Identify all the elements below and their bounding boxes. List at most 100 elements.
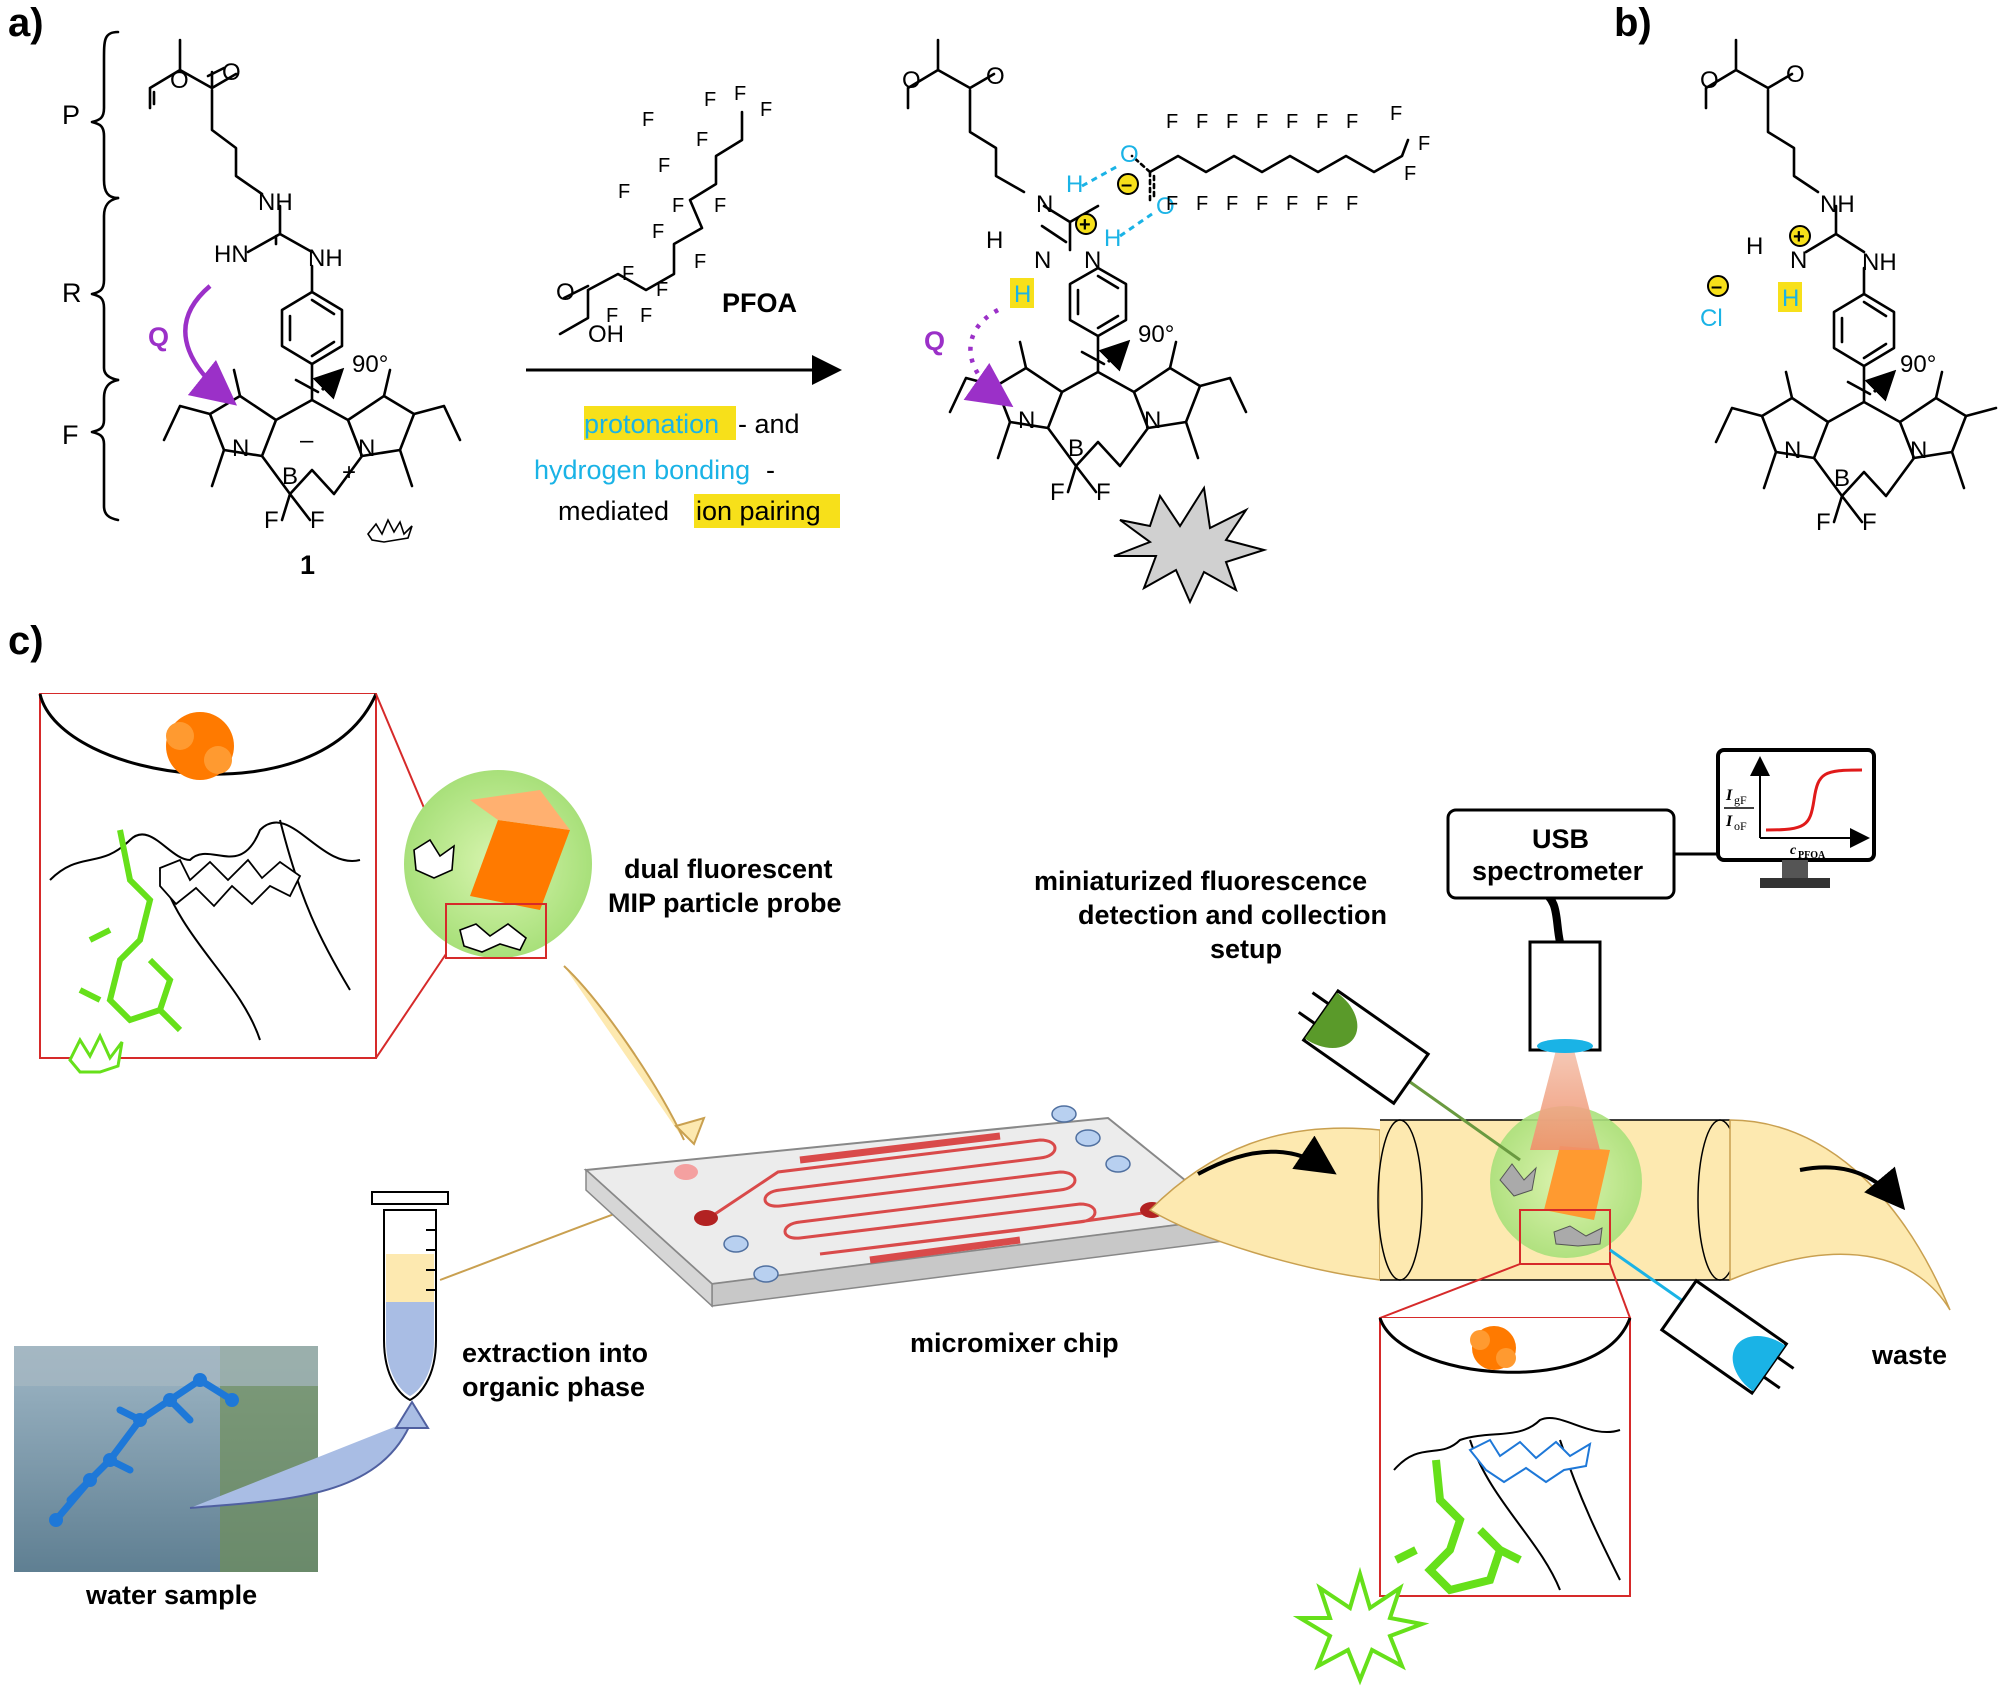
svg-text:F: F bbox=[1286, 193, 1298, 215]
complex-atom-f-1: F bbox=[1050, 479, 1065, 506]
panel-a-label: a) bbox=[8, 1, 44, 45]
svg-text:gF: gF bbox=[1734, 793, 1747, 807]
svg-text:F: F bbox=[714, 195, 726, 217]
panel-b-label: b) bbox=[1614, 1, 1652, 45]
svg-text:F: F bbox=[1346, 193, 1358, 215]
complex-atom-o-ester: O bbox=[902, 67, 921, 94]
pfoa-structure bbox=[558, 110, 744, 336]
complex-chain-fluorines: F F F F F F F F F F F F F F F F F bbox=[1166, 103, 1430, 215]
charge-plus-badge-text: + bbox=[1079, 214, 1091, 236]
svg-text:extraction into: extraction into bbox=[462, 1338, 648, 1368]
waste-label: waste bbox=[1871, 1340, 1947, 1370]
svg-text:F: F bbox=[1404, 163, 1416, 185]
b-charge-minus-text: – bbox=[1711, 276, 1722, 298]
atom-nh-2: NH bbox=[308, 245, 343, 272]
segment-brace bbox=[90, 30, 120, 522]
svg-text:F: F bbox=[1390, 103, 1402, 125]
graph-labels: I gF I oF c PFOA bbox=[1724, 787, 1826, 861]
svg-text:I: I bbox=[1725, 813, 1733, 830]
atom-nh-1: NH bbox=[258, 189, 293, 216]
svg-text:setup: setup bbox=[1210, 934, 1282, 964]
svg-text:F: F bbox=[1316, 193, 1328, 215]
inset-1-connector-bottom bbox=[375, 953, 447, 1059]
hbond-2 bbox=[1119, 212, 1153, 238]
emission-burst-green bbox=[1292, 1566, 1430, 1686]
svg-text:F: F bbox=[1286, 111, 1298, 133]
svg-text:F: F bbox=[1346, 111, 1358, 133]
svg-text:detection and collection: detection and collection bbox=[1078, 900, 1387, 930]
usb-label-1: USB bbox=[1532, 824, 1589, 854]
b-atom-f-1: F bbox=[1816, 509, 1831, 536]
complex-atom-n-1: N bbox=[1036, 191, 1053, 218]
b-atom-b: B bbox=[1834, 465, 1850, 492]
b-atom-nh: NH bbox=[1820, 191, 1855, 218]
b-atom-o-carbonyl: O bbox=[1786, 61, 1805, 88]
quench-arrow bbox=[183, 284, 238, 406]
svg-text:F: F bbox=[1418, 133, 1430, 155]
svg-text:F: F bbox=[694, 251, 706, 273]
condition-protonation: protonation bbox=[584, 409, 719, 439]
atom-f-1: F bbox=[264, 507, 279, 534]
quenched-emission-icon bbox=[367, 518, 413, 543]
complex-atom-n-2: N bbox=[1084, 247, 1101, 274]
svg-text:MIP particle probe: MIP particle probe bbox=[608, 888, 842, 918]
pfoa-oh: OH bbox=[588, 321, 624, 348]
complex-atom-h-2: H bbox=[1104, 225, 1121, 252]
complex-atom-h-4: H bbox=[1014, 281, 1031, 308]
b-atom-cl: Cl bbox=[1700, 305, 1723, 332]
atom-o-carbonyl: O bbox=[222, 59, 241, 86]
complex-atom-h-1: H bbox=[1066, 171, 1083, 198]
sample-to-tube-arrow bbox=[189, 1419, 413, 1509]
flow-cell-particle bbox=[1490, 1106, 1642, 1265]
svg-text:miniaturized fluorescence: miniaturized fluorescence bbox=[1034, 866, 1367, 896]
extraction-tube bbox=[371, 1191, 449, 1402]
b-atom-h-cyan: H bbox=[1782, 285, 1799, 312]
charge-minus: – bbox=[300, 427, 314, 454]
chip-label: micromixer chip bbox=[910, 1328, 1119, 1358]
complex-atom-o-2: O bbox=[1156, 193, 1175, 220]
b-atom-nh-2: NH bbox=[1862, 249, 1897, 276]
complex-atom-o-1: O bbox=[1120, 141, 1139, 168]
water-sample-photo bbox=[14, 1346, 318, 1572]
svg-text:F: F bbox=[1316, 111, 1328, 133]
atom-n-left: N bbox=[232, 435, 249, 462]
b-charge-plus-text: + bbox=[1793, 226, 1805, 248]
inset-2-connector-right bbox=[1609, 1263, 1631, 1319]
probe-arrow-head bbox=[674, 1116, 706, 1146]
segment-r-label: R bbox=[62, 278, 82, 308]
probe-to-chip-arrow bbox=[563, 965, 685, 1141]
b-atom-o-ester: O bbox=[1700, 67, 1719, 94]
complex-atom-o-carbonyl: O bbox=[986, 63, 1005, 90]
complex-atom-n-3: N bbox=[1034, 247, 1051, 274]
hbond-1 bbox=[1081, 164, 1119, 188]
segment-p-label: P bbox=[62, 100, 80, 130]
svg-text:F: F bbox=[672, 195, 684, 217]
sample-arrow-head bbox=[394, 1400, 430, 1429]
svg-text:F: F bbox=[652, 221, 664, 243]
b-charge-minus-badge bbox=[1707, 275, 1729, 297]
atom-o-ester: O bbox=[170, 67, 189, 94]
compound-b-structure bbox=[1704, 38, 1998, 524]
charge-minus-badge bbox=[1117, 173, 1139, 195]
complex-atom-n-left: N bbox=[1018, 407, 1035, 434]
svg-text:organic phase: organic phase bbox=[462, 1372, 645, 1402]
svg-text:F: F bbox=[734, 83, 746, 105]
monitor bbox=[1716, 748, 1876, 888]
svg-text:F: F bbox=[760, 99, 772, 121]
charge-minus-badge-text: – bbox=[1121, 174, 1132, 196]
compound-number: 1 bbox=[300, 550, 315, 580]
svg-text:dual fluorescent: dual fluorescent bbox=[624, 854, 833, 884]
b-atom-f-2: F bbox=[1862, 509, 1877, 536]
protonation-highlight bbox=[584, 406, 736, 440]
svg-text:F: F bbox=[642, 109, 654, 131]
condition-and: - and bbox=[738, 409, 800, 439]
angle-label-3: 90° bbox=[1900, 351, 1936, 378]
svg-text:F: F bbox=[1256, 193, 1268, 215]
svg-text:PFOA: PFOA bbox=[1798, 850, 1826, 861]
quencher-label-2: Q bbox=[924, 326, 945, 356]
condition-ion-pairing: ion pairing bbox=[696, 496, 821, 526]
svg-text:oF: oF bbox=[1734, 819, 1747, 833]
mip-particle-probe bbox=[404, 770, 592, 959]
angle-label-1: 90° bbox=[352, 351, 388, 378]
